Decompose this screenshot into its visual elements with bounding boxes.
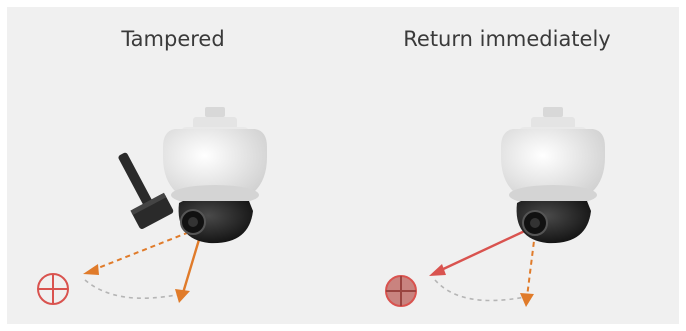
panel-return-immediately: Return immediately (343, 7, 679, 324)
restored-direction-arrow (429, 229, 529, 276)
original-direction-arrow (83, 229, 197, 275)
tampered-direction-arrow (175, 233, 201, 303)
ptz-camera-icon (501, 107, 605, 243)
previous-direction-arrow (520, 233, 535, 307)
crosshair-target-icon (38, 274, 68, 304)
rotation-arc (435, 280, 525, 301)
tampered-scene (7, 7, 343, 324)
rotation-arc (85, 280, 181, 298)
return-scene (343, 7, 679, 324)
panel-tampered: Tampered (7, 7, 343, 324)
diagram-frame: Tampered (7, 7, 679, 324)
ptz-camera-icon (163, 107, 267, 243)
crosshair-target-icon (386, 276, 416, 306)
